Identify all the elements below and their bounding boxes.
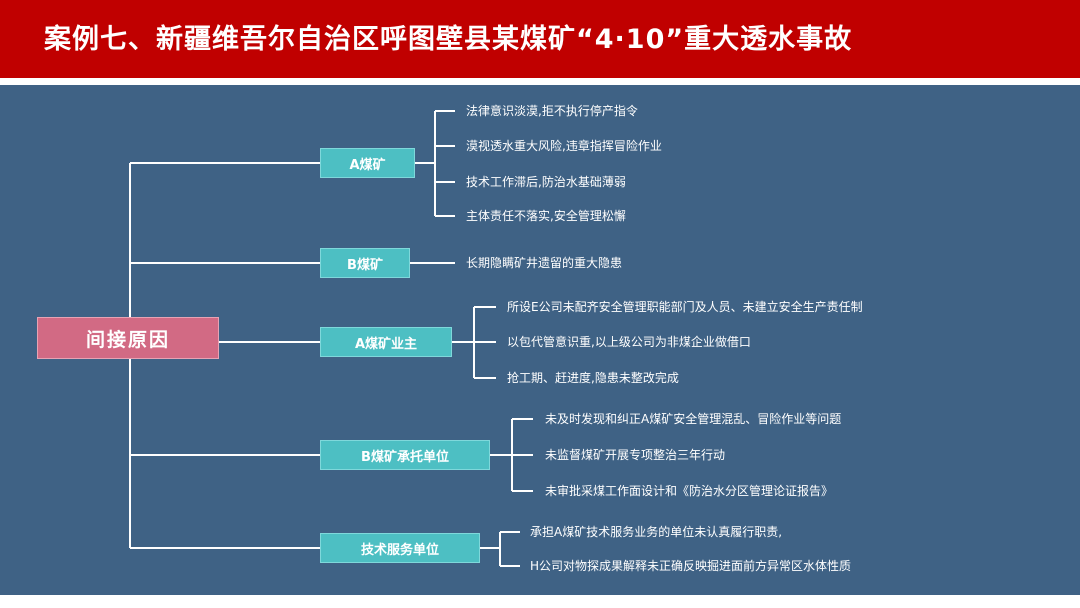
- leaf-item: 未审批采煤工作面设计和《防治水分区管理论证报告》: [545, 484, 834, 498]
- leaf-item: 所设E公司未配齐安全管理职能部门及人员、未建立安全生产责任制: [507, 300, 863, 314]
- leaf-item: 技术工作滞后,防治水基础薄弱: [466, 175, 626, 189]
- leaf-item: 抢工期、赶进度,隐患未整改完成: [507, 371, 679, 385]
- branch-node-a-mine-owner: A煤矿业主: [320, 327, 452, 357]
- leaf-item: 漠视透水重大风险,违章指挥冒险作业: [466, 139, 662, 153]
- branch-node-b-mine: B煤矿: [320, 248, 410, 278]
- leaf-item: 以包代管意识重,以上级公司为非煤企业做借口: [507, 335, 751, 349]
- branch-node-b-mine-contractor: B煤矿承托单位: [320, 440, 490, 470]
- branch-node-tech-service: 技术服务单位: [320, 533, 480, 563]
- slide-title: 案例七、新疆维吾尔自治区呼图壁县某煤矿“4·10”重大透水事故: [44, 24, 853, 55]
- leaf-item: 法律意识淡漠,拒不执行停产指令: [466, 104, 638, 118]
- branch-node-a-mine: A煤矿: [320, 148, 415, 178]
- leaf-item: 未监督煤矿开展专项整治三年行动: [545, 448, 726, 462]
- leaf-item: 主体责任不落实,安全管理松懈: [466, 209, 626, 223]
- leaf-item: 长期隐瞒矿井遗留的重大隐患: [466, 256, 623, 270]
- leaf-item: 承担A煤矿技术服务业务的单位未认真履行职责,: [530, 525, 783, 539]
- leaf-item: H公司对物探成果解释未正确反映掘进面前方异常区水体性质: [530, 559, 852, 573]
- root-node-indirect-causes: 间接原因: [37, 317, 219, 359]
- title-bar: 案例七、新疆维吾尔自治区呼图壁县某煤矿“4·10”重大透水事故: [0, 0, 1080, 78]
- leaf-item: 未及时发现和纠正A煤矿安全管理混乱、冒险作业等问题: [545, 412, 842, 426]
